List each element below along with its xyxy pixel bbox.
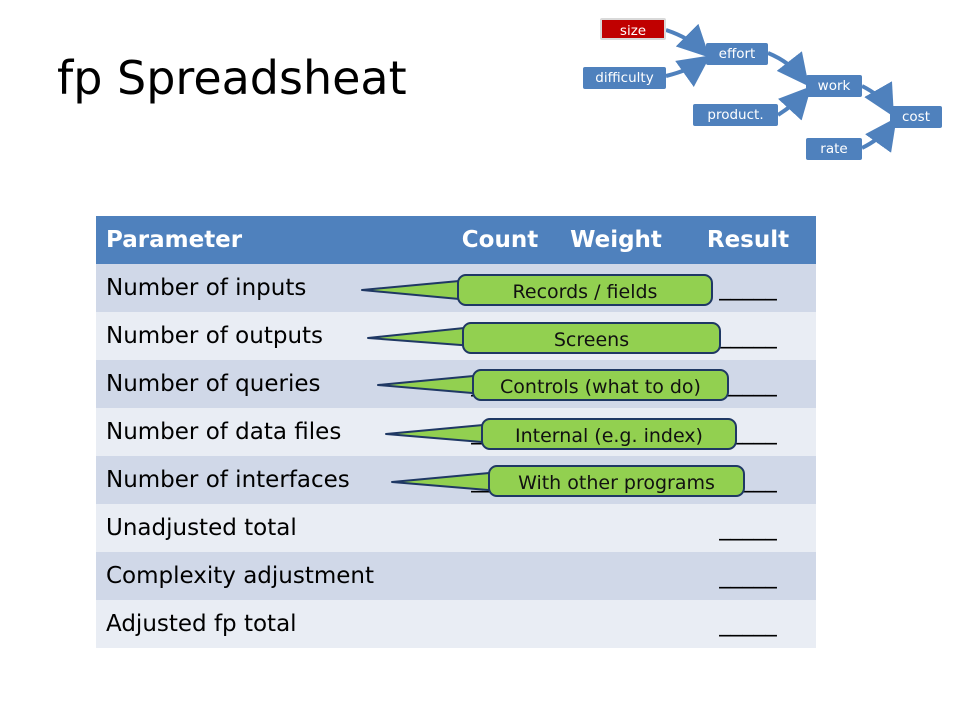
row-parameter: Number of data files [96,408,448,456]
callout-queries: Controls (what to do) [472,369,729,401]
flow-node-product: product. [693,104,778,126]
callout-pointer-inputs [361,279,471,301]
row-weight [552,504,680,552]
table-row: Adjusted fp total _____ [96,600,816,648]
flow-node-cost: cost [890,106,942,128]
row-parameter: Complexity adjustment [96,552,448,600]
table-row: Number of interfaces _____ _____ [96,456,816,504]
table-row: Complexity adjustment _____ [96,552,816,600]
callout-pointer-queries [377,374,485,395]
callout-inputs: Records / fields [457,274,713,306]
row-count [448,504,552,552]
callout-pointer-interfaces [391,471,501,492]
row-result: _____ [680,600,816,648]
flow-node-difficulty: difficulty [583,67,666,89]
row-weight [552,600,680,648]
row-parameter: Adjusted fp total [96,600,448,648]
callout-pointer-outputs [367,326,475,347]
arrow-product-work [776,86,812,121]
row-weight [552,552,680,600]
header-count: Count [448,216,552,264]
arrow-work-cost [861,81,894,117]
arrow-size-effort [665,23,710,58]
table-header-row: Parameter Count Weight Result [96,216,816,264]
row-parameter: Number of interfaces [96,456,448,504]
callout-interfaces: With other programs [488,465,745,497]
page-title: fp Spreadsheat [57,51,407,105]
header-result: Result [680,216,816,264]
flow-node-rate: rate [806,138,862,160]
flow-node-effort: effort [706,43,768,65]
table-row: Unadjusted total _____ [96,504,816,552]
header-weight: Weight [552,216,680,264]
row-result: _____ [680,552,816,600]
row-parameter: Unadjusted total [96,504,448,552]
flow-node-size: size [600,18,666,40]
row-count [448,600,552,648]
arrow-effort-work [767,51,809,87]
arrow-difficulty-effort [665,55,711,87]
header-parameter: Parameter [96,216,448,264]
callout-outputs: Screens [462,322,721,354]
row-result: _____ [680,504,816,552]
callout-pointer-data-files [385,423,495,444]
flow-node-work: work [806,75,862,97]
callout-data-files: Internal (e.g. index) [481,418,737,450]
row-count [448,552,552,600]
